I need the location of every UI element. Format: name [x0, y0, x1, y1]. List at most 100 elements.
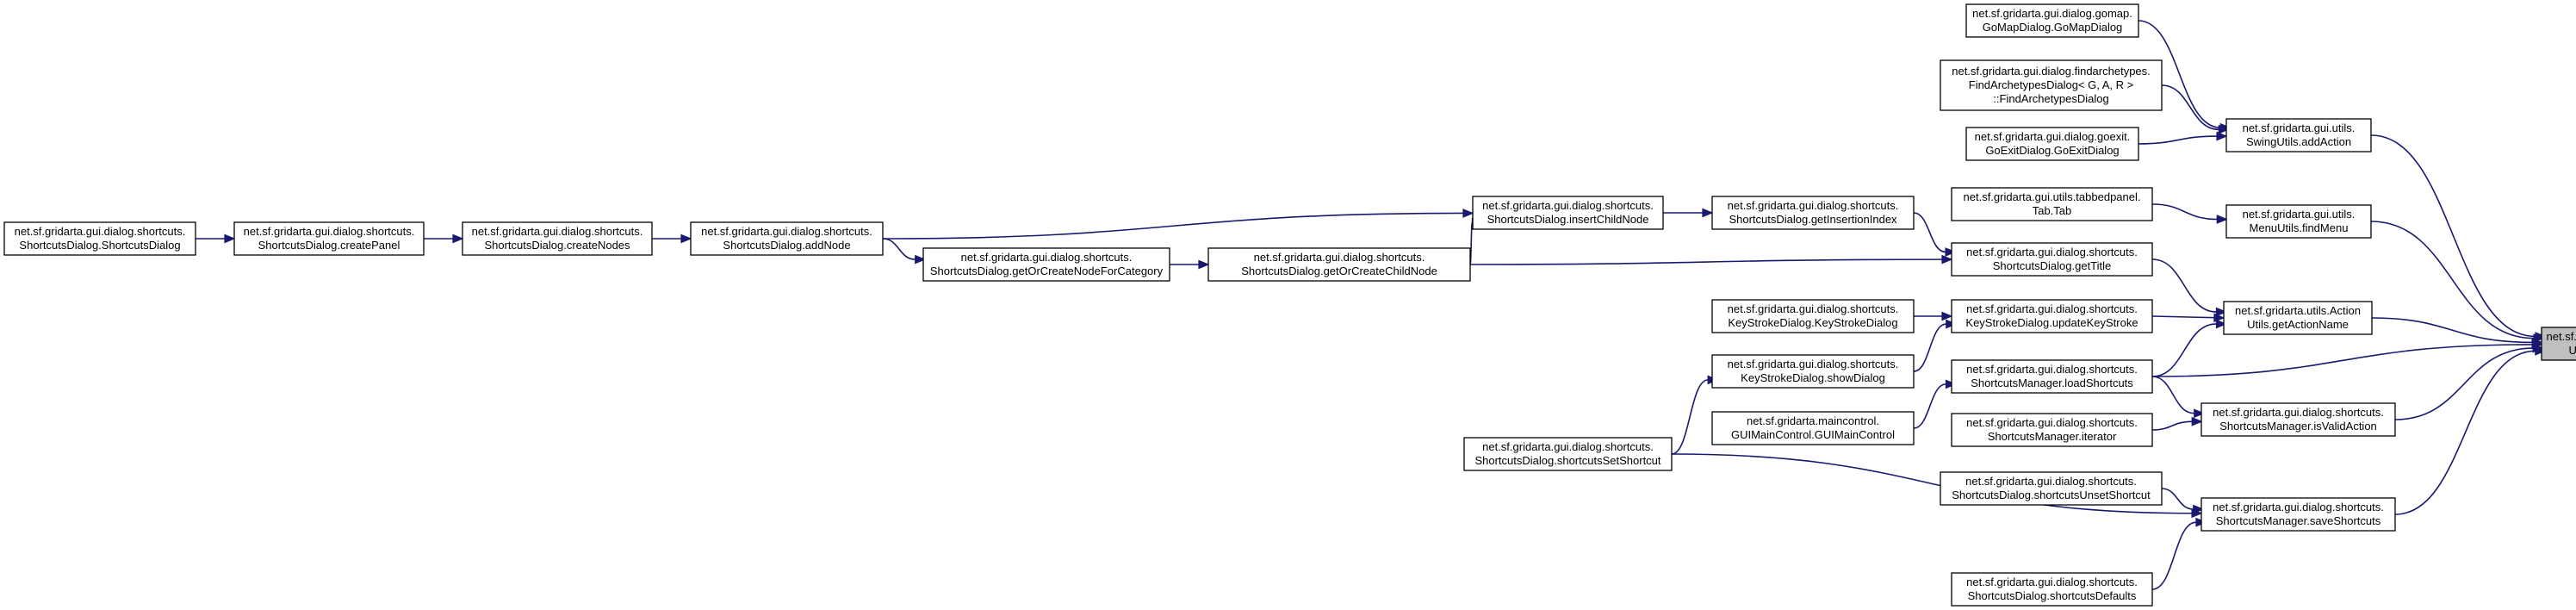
node-box — [1940, 59, 2163, 111]
node-label-line: net.sf.gridarta.gui.utils. — [2243, 121, 2356, 134]
edge-line — [1469, 258, 1943, 265]
node-label-line: GUIMainControl.GUIMainControl — [1731, 428, 1895, 441]
arrowhead — [2216, 131, 2228, 141]
node-getorcreatenodeforcategory[interactable]: net.sf.gridarta.gui.dialog.shortcuts.Sho… — [922, 247, 1170, 282]
edge-line — [2370, 221, 2535, 339]
node-box — [1711, 354, 1915, 389]
node-tab[interactable]: net.sf.gridarta.gui.utils.tabbedpanel.Ta… — [1951, 187, 2153, 221]
node-createpanel[interactable]: net.sf.gridarta.gui.dialog.shortcuts.Sho… — [233, 221, 425, 256]
node-gettitle[interactable]: net.sf.gridarta.gui.dialog.shortcuts.Sho… — [1951, 242, 2153, 277]
node-guimain[interactable]: net.sf.gridarta.maincontrol.GUIMainContr… — [1711, 411, 1915, 445]
node-box — [233, 221, 425, 256]
node-defaults[interactable]: net.sf.gridarta.gui.dialog.shortcuts.Sho… — [1951, 572, 2153, 607]
node-ksdctor[interactable]: net.sf.gridarta.gui.dialog.shortcuts.Key… — [1711, 299, 1915, 333]
node-box — [1951, 187, 2153, 221]
edge-createpanel-to-createnodes — [424, 233, 464, 244]
node-label-line: ShortcutsDialog.getOrCreateChildNode — [1241, 265, 1437, 277]
node-goexit[interactable]: net.sf.gridarta.gui.dialog.goexit.GoExit… — [1965, 127, 2139, 161]
node-label-line: GoMapDialog.GoMapDialog — [1983, 21, 2123, 34]
edge-findarch-to-swingaddaction — [2161, 84, 2230, 134]
node-gomap[interactable]: net.sf.gridarta.gui.dialog.gomap.GoMapDi… — [1965, 3, 2139, 38]
node-isvalidaction[interactable]: net.sf.gridarta.gui.dialog.shortcuts.Sho… — [2200, 402, 2396, 437]
edge-line — [2371, 317, 2533, 344]
node-updatekeystroke[interactable]: net.sf.gridarta.gui.dialog.shortcuts.Key… — [1951, 299, 2153, 333]
arrowhead — [2194, 408, 2206, 419]
node-box — [2541, 327, 2576, 361]
node-label-line: ::FindArchetypesDialog — [1993, 92, 2108, 105]
node-label-line: net.sf.gridarta.gui.dialog.shortcuts. — [1966, 363, 2138, 376]
node-saveshortcuts[interactable]: net.sf.gridarta.gui.dialog.shortcuts.Sho… — [2200, 497, 2396, 532]
edge-line — [2151, 315, 2215, 319]
node-label-line: ShortcutsManager.loadShortcuts — [1971, 377, 2133, 389]
edge-setshortcut-to-saveshortcuts — [1671, 453, 2203, 519]
node-createnodes[interactable]: net.sf.gridarta.gui.dialog.shortcuts.Sho… — [462, 221, 653, 256]
node-label-line: ShortcutsDialog.addNode — [723, 239, 850, 252]
edge-line — [2394, 347, 2534, 420]
edge-showdialog-to-updatekeystroke — [1913, 319, 1958, 372]
node-label-line: ShortcutsDialog.shortcutsSetShortcut — [1474, 454, 1660, 467]
node-label-line: ShortcutsDialog.getOrCreateNodeForCatego… — [930, 265, 1164, 277]
edge-sdctor-to-createpanel — [196, 233, 236, 244]
arrowhead — [1941, 254, 1953, 265]
node-label-line: ShortcutsDialog.insertChildNode — [1487, 213, 1649, 226]
node-label-line: GoExitDialog.GoExitDialog — [1985, 144, 2119, 157]
node-label-line: net.sf.gridarta.gui.dialog.shortcuts. — [961, 251, 1133, 264]
node-box — [1965, 3, 2139, 38]
node-label-line: net.sf.gridarta.gui.dialog.goexit. — [1975, 130, 2131, 143]
node-box — [1965, 127, 2139, 161]
node-findarch[interactable]: net.sf.gridarta.gui.dialog.findarchetype… — [1940, 59, 2163, 111]
node-label-line: ShortcutsDialog.getTitle — [1993, 259, 2112, 272]
node-label-line: net.sf.gridarta.gui.utils. — [2243, 208, 2356, 221]
arrowhead — [680, 233, 692, 244]
edge-line — [882, 212, 1464, 240]
node-box — [1711, 411, 1915, 445]
node-swingaddaction[interactable]: net.sf.gridarta.gui.utils.SwingUtils.add… — [2225, 118, 2372, 152]
node-showdialog[interactable]: net.sf.gridarta.gui.dialog.shortcuts.Key… — [1711, 354, 1915, 389]
node-box — [2200, 402, 2396, 437]
node-label-line: KeyStrokeDialog.showDialog — [1741, 371, 1885, 384]
node-label-line: net.sf.gridarta.gui.utils.tabbedpanel. — [1964, 190, 2141, 203]
arrowhead — [1462, 209, 1474, 218]
node-setshortcut[interactable]: net.sf.gridarta.gui.dialog.shortcuts.Sho… — [1463, 437, 1673, 471]
edge-addnode-to-getorcreatenodeforcategory — [882, 238, 927, 265]
node-iterator[interactable]: net.sf.gridarta.gui.dialog.shortcuts.Sho… — [1951, 413, 2153, 447]
node-label-line: ShortcutsDialog.ShortcutsDialog — [19, 239, 180, 252]
node-box — [2200, 497, 2396, 532]
node-label-line: net.sf.gridarta.gui.dialog.shortcuts. — [1728, 199, 1899, 212]
edge-createnodes-to-addnode — [652, 233, 692, 244]
node-box — [1207, 247, 1471, 282]
node-label-line: ShortcutsManager.saveShortcuts — [2216, 514, 2381, 527]
node-label-line: Utils.getActionName — [2247, 318, 2349, 331]
edge-goexit-to-swingaddaction — [2138, 131, 2228, 145]
node-sdctor[interactable]: net.sf.gridarta.gui.dialog.shortcuts.Sho… — [3, 221, 196, 256]
node-label-line: ShortcutsDialog.createNodes — [484, 239, 630, 252]
node-label-line: ShortcutsDialog.shortcutsDefaults — [1968, 589, 2137, 602]
arrowhead — [2216, 215, 2228, 224]
edge-guimain-to-loadshortcuts — [1913, 379, 1958, 429]
edge-line — [2161, 488, 2194, 510]
node-label-line: net.sf.gridarta.maincontrol. — [1747, 414, 1879, 427]
edge-line — [882, 238, 916, 260]
edge-line — [1671, 453, 2193, 514]
node-insertchildnode[interactable]: net.sf.gridarta.gui.dialog.shortcuts.Sho… — [1472, 196, 1664, 230]
node-box — [1463, 437, 1673, 471]
edge-line — [2394, 350, 2536, 515]
node-label-line: ShortcutsDialog.shortcutsUnsetShortcut — [1952, 489, 2151, 501]
node-loadshortcuts[interactable]: net.sf.gridarta.gui.dialog.shortcuts.Sho… — [1951, 359, 2153, 394]
edge-loadshortcuts-to-getactionname — [2151, 319, 2228, 377]
edge-line — [2151, 258, 2217, 313]
edge-tab-to-findmenu — [2151, 203, 2228, 224]
node-addnode[interactable]: net.sf.gridarta.gui.dialog.shortcuts.Sho… — [690, 221, 884, 256]
arrowhead — [1946, 319, 1958, 329]
edge-getorcreatenodeforcategory-to-getorcreatechildnode — [1170, 259, 1210, 270]
node-findmenu[interactable]: net.sf.gridarta.gui.utils.MenuUtils.find… — [2225, 204, 2372, 239]
edge-line — [1913, 323, 1946, 372]
node-getinsertionindex[interactable]: net.sf.gridarta.gui.dialog.shortcuts.Sho… — [1711, 196, 1915, 230]
edge-line — [2138, 20, 2221, 129]
node-getorcreatechildnode[interactable]: net.sf.gridarta.gui.dialog.shortcuts.Sho… — [1207, 247, 1471, 282]
node-label-line: net.sf.gridarta.gui.dialog.shortcuts. — [1965, 475, 2137, 488]
arrowhead — [1945, 379, 1958, 389]
node-getactionname[interactable]: net.sf.gridarta.utils.ActionUtils.getAct… — [2223, 301, 2373, 335]
node-unset[interactable]: net.sf.gridarta.gui.dialog.shortcuts.Sho… — [1940, 471, 2163, 506]
node-root[interactable]: net.sf.gridarta.utils.ActionUtils.getAct… — [2541, 327, 2576, 361]
